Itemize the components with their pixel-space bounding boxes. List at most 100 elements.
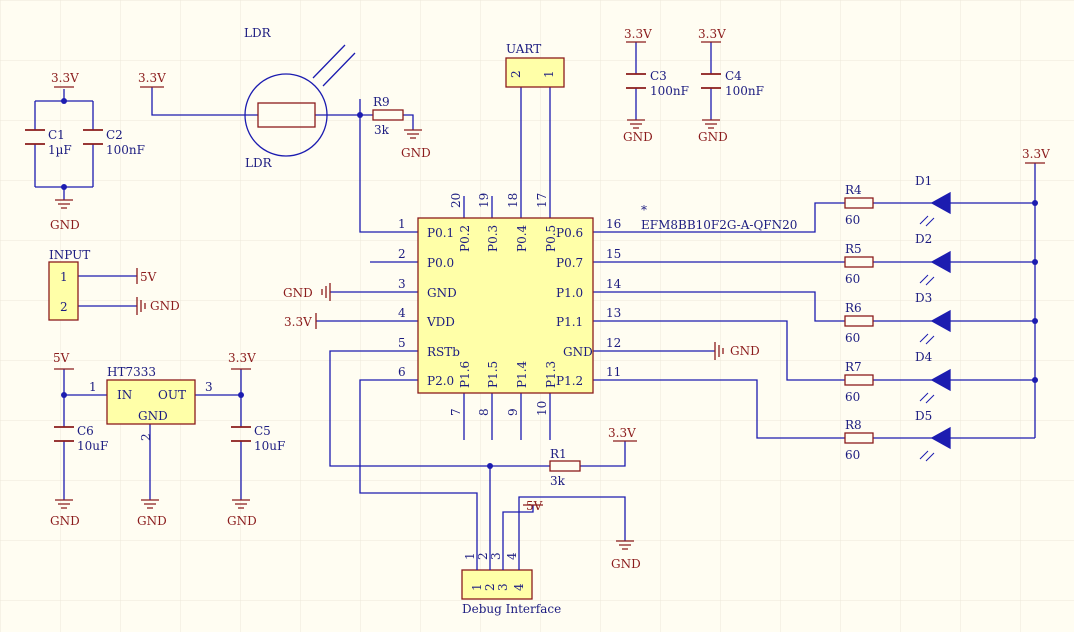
- mcu-pin-name: P1.4: [515, 360, 529, 388]
- led-resistor-designator: R4: [845, 183, 862, 197]
- mcu-pin-name: P0.3: [486, 225, 500, 252]
- led-resistor-designator: R8: [845, 418, 862, 432]
- c3-designator: C3: [650, 69, 667, 83]
- mcu-pin-name: P0.5: [544, 225, 558, 252]
- ldr-symbol: [244, 44, 356, 157]
- mcu-marker: *: [641, 203, 647, 217]
- c4-designator: C4: [725, 69, 742, 83]
- led-resistor-value: 60: [845, 448, 860, 462]
- mcu-body: [417, 217, 594, 394]
- vdd-supply-label: 3.3V: [284, 315, 312, 329]
- led-resistor-designator: R7: [845, 360, 862, 374]
- uart-pin-1: 1: [542, 70, 556, 78]
- regulator-out-label: OUT: [158, 388, 186, 402]
- mcu-pin-name: RSTb: [427, 345, 460, 359]
- mcu-pin-number: 14: [606, 277, 622, 291]
- c2-value: 100nF: [106, 143, 145, 157]
- uart-connector-body: [505, 57, 565, 88]
- mcu-pin-number: 1: [398, 217, 406, 231]
- r9-value: 3k: [374, 123, 390, 137]
- mcu-pin-name: P1.3: [544, 361, 558, 388]
- debug-pin-number: 4: [512, 583, 526, 591]
- junctions: [61, 98, 1038, 469]
- debug-pin-number: 4: [505, 552, 519, 560]
- mcu-pin-number: 4: [398, 306, 406, 320]
- c4-supply-label: 3.3V: [698, 27, 726, 41]
- capacitor-plates: [25, 73, 721, 442]
- mcu-pin-number: 11: [606, 365, 621, 379]
- gnd-label-mcu3: GND: [283, 286, 313, 300]
- mcu-pin-number: 16: [606, 217, 621, 231]
- gnd-label-c1: GND: [50, 218, 80, 232]
- mcu-pin-number: 17: [535, 193, 549, 208]
- led-symbols: [919, 191, 951, 462]
- c5-value: 10uF: [254, 439, 285, 453]
- mcu-pin-name: GND: [563, 345, 593, 359]
- mcu-designator: EFM8BB10F2G-A-QFN20: [641, 218, 797, 232]
- regulator-pin-out: 3: [205, 380, 213, 394]
- input-pin-2: 2: [60, 300, 68, 314]
- mcu-pin-number: 7: [449, 408, 463, 416]
- c3-supply-label: 3.3V: [624, 27, 652, 41]
- input-connector-body: [48, 261, 79, 321]
- regulator-in-label: IN: [117, 388, 132, 402]
- c4-value: 100nF: [725, 84, 764, 98]
- debug-designator: Debug Interface: [462, 602, 561, 616]
- mcu-pin-number: 8: [477, 408, 491, 416]
- gnd-label-r9: GND: [401, 146, 431, 160]
- c1-value: 1µF: [48, 143, 72, 157]
- debug-pin-number: 3: [496, 583, 510, 591]
- led-resistor-designator: R5: [845, 242, 862, 256]
- led-resistor-designator: R6: [845, 301, 862, 315]
- r1-supply-label: 3.3V: [608, 426, 636, 440]
- resistor-bodies: [372, 109, 874, 472]
- input-designator: INPUT: [49, 248, 90, 262]
- debug-connector-body: [461, 569, 533, 600]
- mcu-pin-name: P1.6: [458, 361, 472, 388]
- mcu-pin-number: 9: [506, 408, 520, 416]
- debug-pin-number: 1: [470, 583, 484, 591]
- debug-pin-number: 3: [489, 552, 503, 560]
- regulator-gnd-label: GND: [138, 409, 168, 423]
- mcu-pin-number: 6: [398, 365, 406, 379]
- c5-designator: C5: [254, 424, 271, 438]
- mcu-pin-number: 15: [606, 247, 621, 261]
- wires: [34, 42, 1036, 554]
- led-resistor-value: 60: [845, 331, 860, 345]
- mcu-pin-number: 2: [398, 247, 406, 261]
- ldr-name: LDR: [244, 26, 272, 40]
- mcu-pin-number: 19: [477, 193, 491, 208]
- led-designator: D5: [915, 409, 932, 423]
- uart-designator: UART: [506, 42, 541, 56]
- c2-designator: C2: [106, 128, 123, 142]
- gnd-label-c4: GND: [698, 130, 728, 144]
- mcu-pin-number: 3: [398, 277, 406, 291]
- debug-pin-number: 2: [483, 583, 497, 591]
- c3-value: 100nF: [650, 84, 689, 98]
- c1-supply-label: 3.3V: [51, 71, 79, 85]
- r1-designator: R1: [550, 447, 567, 461]
- led-resistor-value: 60: [845, 390, 860, 404]
- regulator-designator: HT7333: [107, 365, 156, 379]
- mcu-pin-number: 5: [398, 336, 406, 350]
- led-resistor-value: 60: [845, 213, 860, 227]
- gnd-label-reg: GND: [137, 514, 167, 528]
- reg-out-supply-label: 3.3V: [228, 351, 256, 365]
- regulator-pin-gnd: 2: [139, 433, 153, 441]
- mcu-pin-number: 12: [606, 336, 621, 350]
- input-pin-1: 1: [60, 270, 68, 284]
- led-designator: D2: [915, 232, 932, 246]
- r9-designator: R9: [373, 95, 390, 109]
- mcu-pin-name: P0.1: [427, 226, 454, 240]
- mcu-pin-name: P0.7: [556, 256, 583, 270]
- mcu-pin-number: 20: [449, 193, 463, 208]
- led-designator: D1: [915, 174, 932, 188]
- mcu-pin-name: P1.0: [556, 286, 583, 300]
- led-designator: D4: [915, 350, 933, 364]
- mcu-pin-name: P0.2: [458, 225, 472, 252]
- led-resistor-value: 60: [845, 272, 860, 286]
- c6-value: 10uF: [77, 439, 108, 453]
- regulator-pin-in: 1: [89, 380, 97, 394]
- led-designator: D3: [915, 291, 932, 305]
